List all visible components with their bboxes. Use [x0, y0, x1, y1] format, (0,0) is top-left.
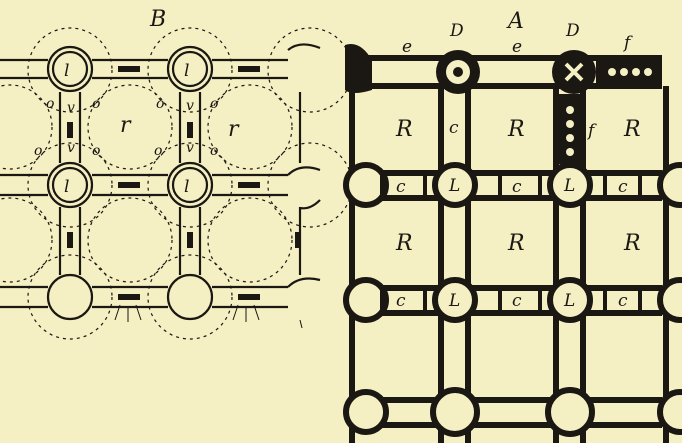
figure-a-connector-label: c — [618, 291, 628, 311]
figure-a-top-label: e — [512, 37, 522, 57]
figure-b-node-label: l — [64, 61, 69, 81]
figure-a-top-label: D — [449, 21, 464, 41]
figure-b-valve-label: o — [34, 143, 42, 159]
figure-b-valve-label: o — [156, 96, 164, 112]
figure-a-connector-label: c — [396, 291, 406, 311]
figure-a-node-label: L — [563, 291, 575, 311]
figure-a-side-label: f — [586, 121, 597, 141]
figure-b-valve-label: v — [186, 140, 194, 156]
figure-b-valve-label: o — [46, 96, 54, 112]
figure-a-top-label: e — [402, 37, 412, 57]
figure-b-vertical-bars — [60, 92, 300, 275]
figure-b-node-label: l — [184, 177, 189, 197]
figure-a-cell-label: R — [507, 117, 525, 142]
figure-a-cell-label: R — [623, 117, 641, 142]
figure-a-title: A — [506, 9, 524, 34]
figure-b-valve-label: v — [186, 98, 194, 114]
figure-b-node-label: l — [64, 177, 69, 197]
figure-a-node-label: L — [448, 291, 460, 311]
figure-b-valve-label: o — [92, 96, 100, 112]
figure-a-cell-label: R — [507, 231, 525, 256]
figure-a-connector-label: c — [512, 177, 522, 197]
figure-b-cell-label: r — [120, 113, 132, 138]
figure-b-valve-label: o — [210, 143, 218, 159]
figure-a-top-label: D — [565, 21, 580, 41]
figure-a-cell-label: R — [623, 231, 641, 256]
figure-a-node-label: L — [448, 176, 460, 196]
figure-b-valve-label: o — [210, 96, 218, 112]
figure-a-corner — [345, 44, 372, 93]
figure-b-node-label: l — [184, 61, 189, 81]
figure-b-valve-label: v — [67, 100, 75, 116]
figure-a-node-label: L — [563, 176, 575, 196]
figure-b-title: B — [149, 7, 166, 32]
figure-a-connector-label: c — [449, 118, 459, 138]
figure-a-cell-label: R — [395, 231, 413, 256]
figure-a-connector-label: c — [618, 177, 628, 197]
figure-b-cell-label: r — [228, 117, 240, 142]
figure-a-connector-label: c — [396, 177, 406, 197]
figure-b-valve-label: o — [92, 143, 100, 159]
figure-b-valve-label: v — [67, 140, 75, 156]
figure-a-connector-label: c — [512, 291, 522, 311]
figure-a-top-label: f — [622, 33, 633, 53]
figure-a-cell-label: R — [395, 117, 413, 142]
figure-b-valve-label: o — [154, 143, 162, 159]
figure-b — [0, 28, 352, 339]
